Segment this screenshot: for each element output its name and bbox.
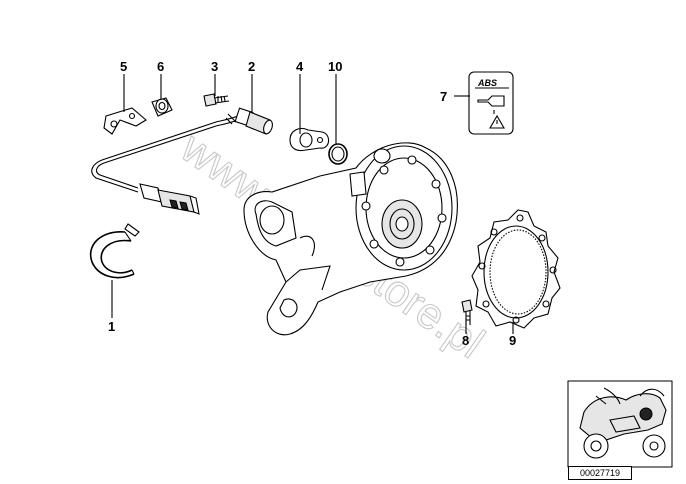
label-part-10: 10 xyxy=(328,59,342,74)
svg-text:ABS: ABS xyxy=(477,78,497,88)
part-5-bracket xyxy=(103,107,147,135)
part-6-grommet xyxy=(151,97,173,117)
part-1-retaining-ring xyxy=(89,223,140,279)
label-part-9: 9 xyxy=(509,333,516,348)
part-9-pulse-ring xyxy=(471,209,561,329)
diagram-id: 00027719 xyxy=(568,466,632,480)
label-part-5: 5 xyxy=(120,59,127,74)
label-part-8: 8 xyxy=(462,333,469,348)
part-3-screw xyxy=(203,93,230,107)
label-part-1: 1 xyxy=(108,319,115,334)
leader-lines xyxy=(111,74,514,334)
label-part-3: 3 xyxy=(211,59,218,74)
part-4-gasket xyxy=(289,127,330,152)
label-part-4: 4 xyxy=(296,59,304,74)
part-10-o-ring xyxy=(328,143,348,165)
motorcycle-thumbnail xyxy=(567,380,673,468)
label-part-2: 2 xyxy=(248,59,255,74)
part-2-speed-sensor xyxy=(91,107,273,215)
label-part-7: 7 xyxy=(440,89,447,104)
part-7-abs-label: ABS xyxy=(468,71,514,135)
label-part-6: 6 xyxy=(157,59,164,74)
final-drive-housing xyxy=(243,142,458,336)
